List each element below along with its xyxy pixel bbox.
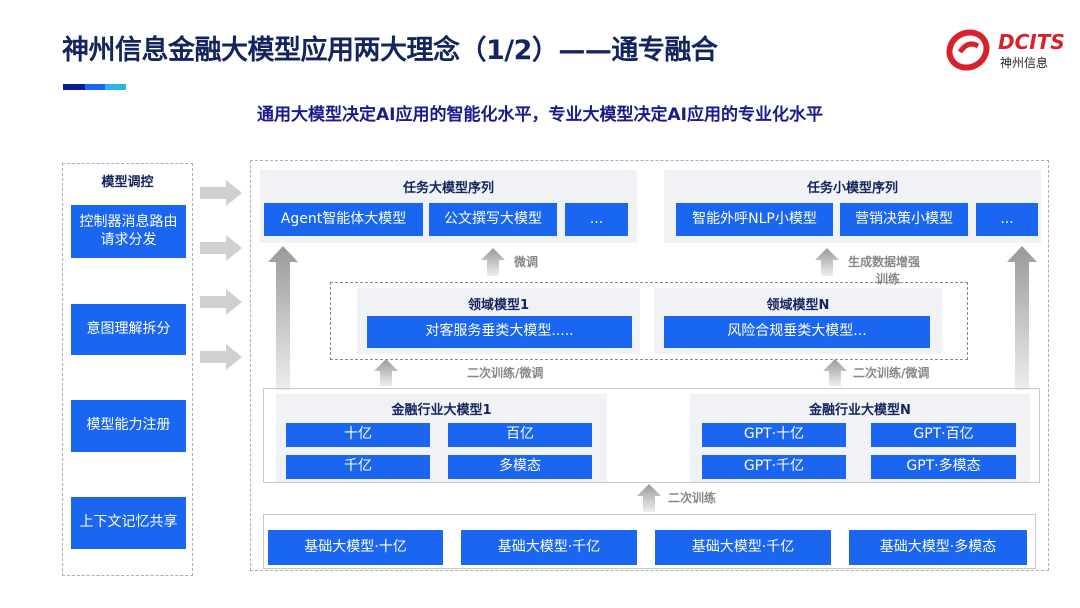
right-arrow-icon [200, 344, 242, 370]
control-item: 意图理解拆分 [71, 304, 186, 355]
industry-title: 金融行业大模型N [809, 403, 911, 418]
control-item: 控制器消息路由请求分发 [71, 205, 186, 258]
accent-bar [105, 84, 126, 90]
finetune-label: 微调 [514, 255, 539, 269]
logo-subtext: 神州信息 [1000, 56, 1049, 70]
right-arrow-icon [200, 289, 242, 315]
domain-item: 风险合规垂类大模型... [664, 316, 930, 348]
architecture-panel [250, 160, 1049, 571]
industry-title: 金融行业大模型1 [391, 403, 492, 418]
domain-item: 对客服务垂类大模型..... [367, 316, 632, 348]
up-arrow-icon [374, 359, 398, 386]
gen-data-label: 生成数据增强 [848, 255, 921, 269]
base-item: 基础大模型·千亿 [461, 530, 637, 565]
industry-item: 多模态 [448, 455, 592, 479]
accent-bar [63, 84, 85, 90]
task-small-item: ... [976, 203, 1038, 236]
secondary-finetune-label: 二次训练/微调 [853, 366, 930, 380]
up-arrow-icon [1007, 246, 1037, 390]
task-large-item: Agent智能体大模型 [264, 203, 423, 236]
accent-bar [85, 84, 105, 90]
industry-item: GPT·十亿 [702, 423, 846, 447]
industry-item: 十亿 [286, 423, 430, 447]
industry-item: GPT·百亿 [871, 423, 1016, 447]
domain-title: 领域模型1 [467, 298, 530, 313]
industry-item: 百亿 [448, 423, 592, 447]
industry-panel [263, 388, 1040, 483]
base-item: 基础大模型·千亿 [655, 530, 831, 565]
control-item: 模型能力注册 [71, 400, 186, 452]
industry-item: GPT·多模态 [871, 455, 1016, 479]
task-small-title: 任务小模型序列 [806, 181, 898, 196]
control-item: 上下文记忆共享 [71, 497, 186, 549]
up-arrow-icon [268, 246, 298, 390]
logo-text: DCITS [998, 30, 1065, 54]
base-panel [263, 514, 1036, 569]
up-arrow-icon [481, 248, 505, 276]
task-small-item: 营销决策小模型 [840, 203, 968, 236]
up-arrow-icon [637, 484, 661, 512]
base-item: 基础大模型·十亿 [268, 530, 443, 565]
dcits-logo: DCITS 神州信息 [944, 24, 1074, 74]
secondary-training-label: 二次训练 [668, 491, 717, 505]
domain-panel [330, 282, 968, 360]
task-large-title: 任务大模型序列 [402, 181, 494, 196]
subtitle: 通用大模型决定AI应用的智能化水平，专业大模型决定AI应用的专业化水平 [257, 105, 823, 125]
task-large-item: 公文撰写大模型 [429, 203, 557, 236]
up-arrow-icon [815, 248, 839, 276]
industry-item: GPT·千亿 [702, 455, 846, 479]
domain-title: 领域模型N [766, 298, 830, 313]
task-small-item: 智能外呼NLP小模型 [676, 203, 833, 236]
task-large-item: ... [565, 203, 628, 236]
page-title: 神州信息金融大模型应用两大理念（1/2）——通专融合 [62, 35, 718, 66]
model-control-panel [62, 163, 193, 576]
base-item: 基础大模型·多模态 [849, 530, 1027, 565]
up-arrow-icon [823, 359, 847, 386]
logo-swirl-icon [946, 29, 990, 71]
secondary-finetune-label: 二次训练/微调 [467, 366, 544, 380]
industry-item: 千亿 [286, 455, 430, 479]
model-control-title: 模型调控 [101, 175, 154, 190]
right-arrow-icon [200, 235, 242, 261]
right-arrow-icon [200, 180, 242, 206]
